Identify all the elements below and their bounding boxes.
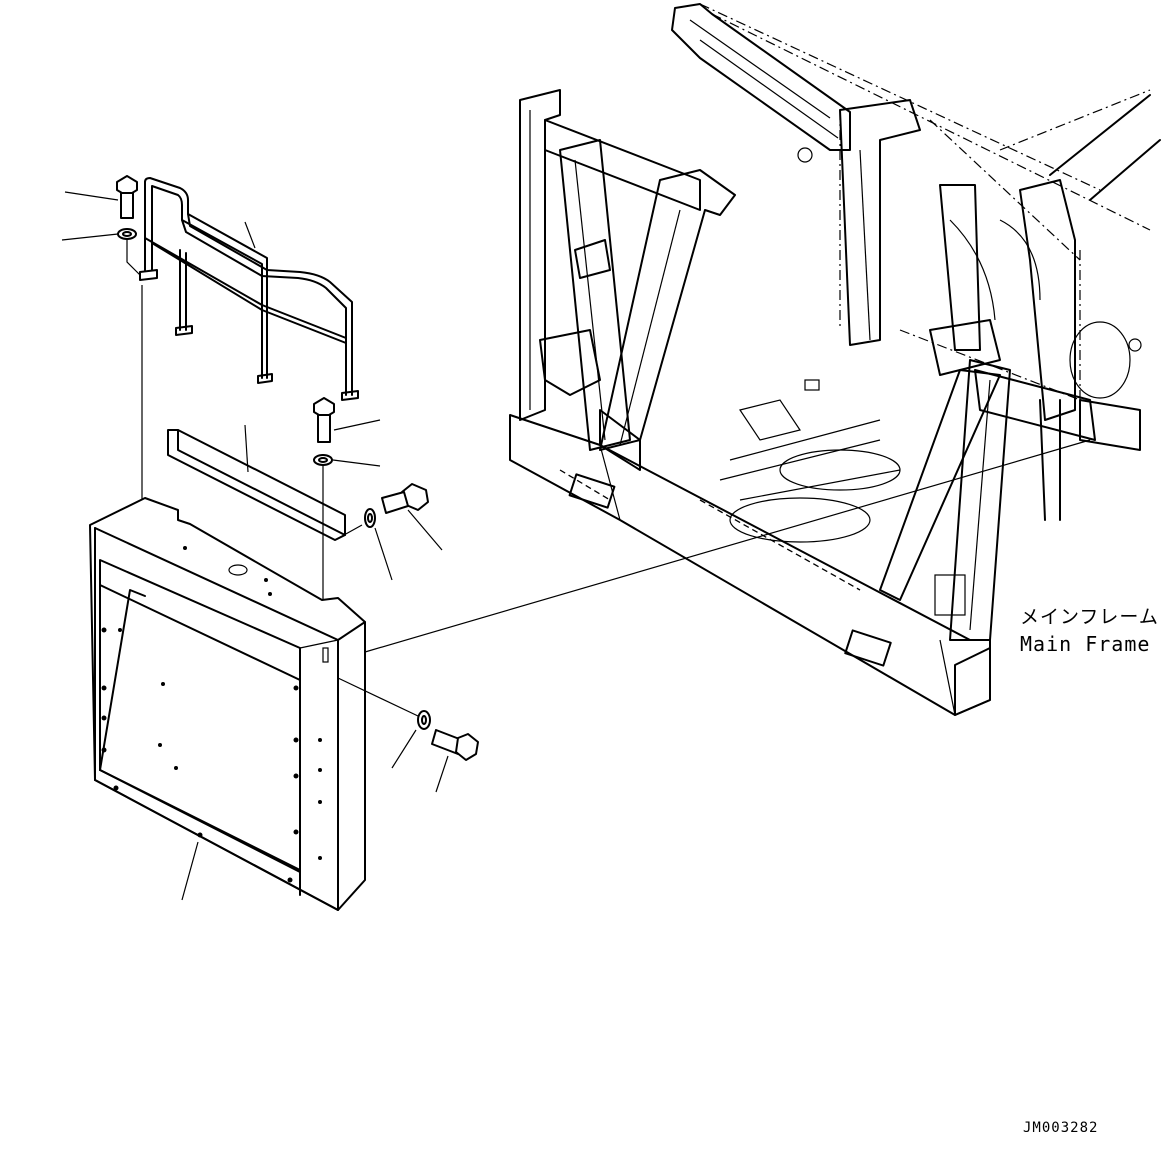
bolt-icon <box>381 483 429 514</box>
radiator-guard <box>89 497 366 911</box>
bolt-icon <box>313 397 335 443</box>
handrail <box>139 177 359 401</box>
main-frame-label-jp: メインフレーム <box>1020 606 1159 628</box>
washer-icon <box>417 710 431 730</box>
washer-icon <box>364 508 376 528</box>
bolt-icon <box>116 175 138 219</box>
main-frame <box>509 3 1161 716</box>
main-frame-label-en: Main Frame <box>1020 632 1151 656</box>
bolt-icon <box>431 729 479 761</box>
washer-icon <box>117 228 137 240</box>
washer-icon <box>313 454 333 466</box>
drawing-id: JM003282 <box>1023 1120 1099 1136</box>
